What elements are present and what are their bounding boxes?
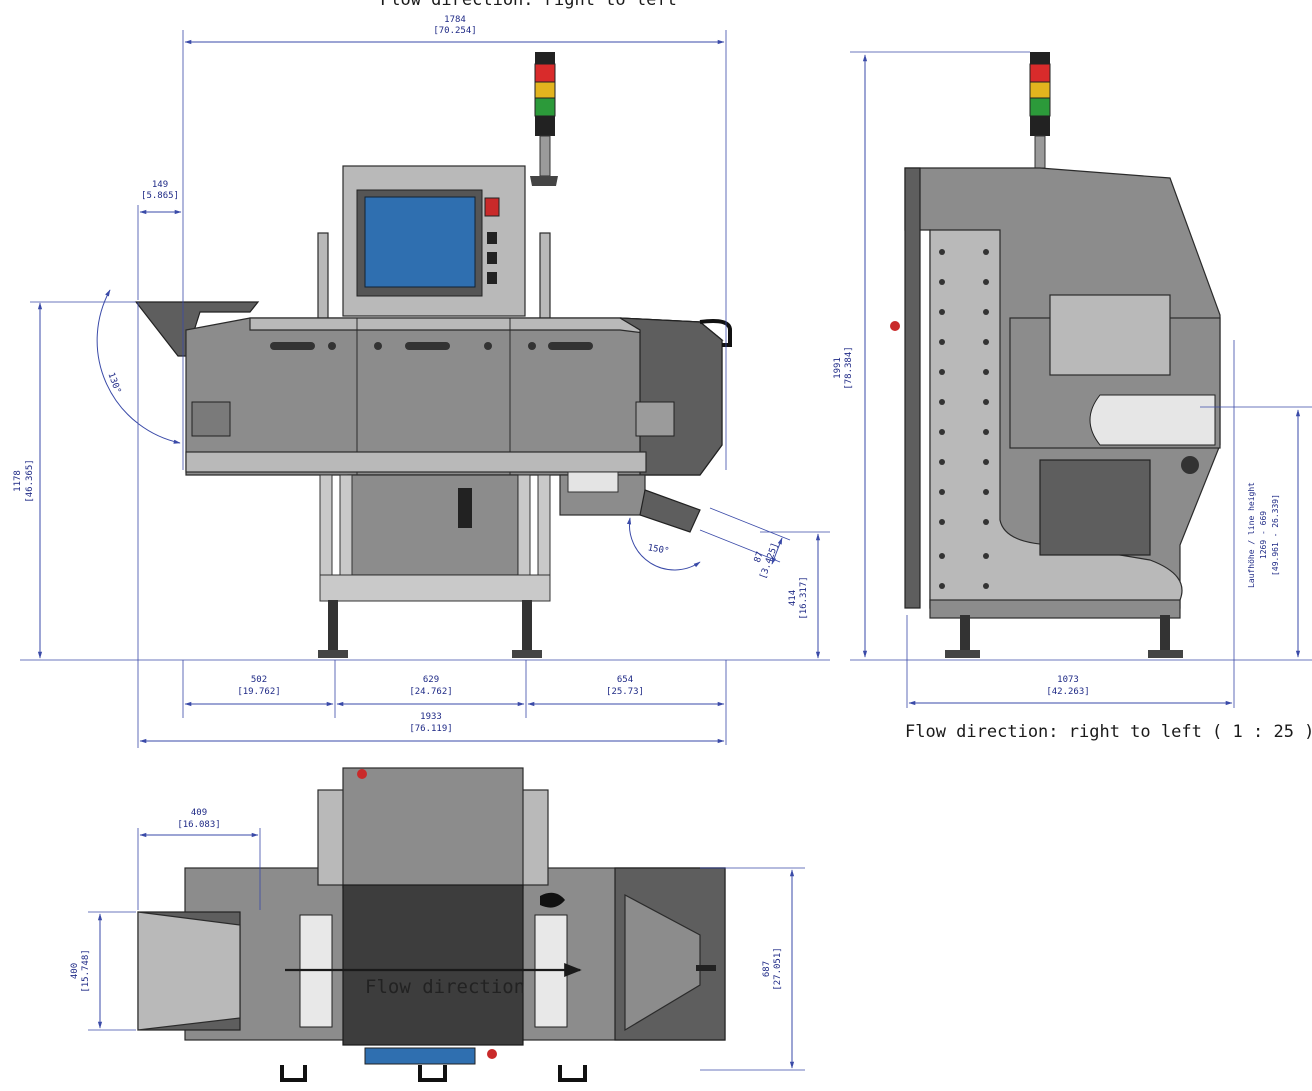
dim-1073-in: [42.263] bbox=[1046, 687, 1089, 697]
line-height-label: Laufhöhe / line height bbox=[1247, 482, 1256, 588]
dim-1178-in: [46.365] bbox=[25, 459, 35, 502]
conveyor bbox=[185, 451, 647, 473]
dim-149: 149 bbox=[152, 180, 168, 190]
angle-150: 150° bbox=[647, 543, 670, 557]
dim-1178: 1178 bbox=[13, 470, 23, 492]
dim-687-in: [27.051] bbox=[773, 947, 783, 990]
front-dimensions: 1784 [70.254] 149 [5.865] 1178 [46.365] … bbox=[13, 15, 830, 748]
side-dimensions: 1991 [78.384] 1073 [42.263] Laufhöhe / l… bbox=[833, 51, 1312, 742]
side-base bbox=[929, 599, 1181, 619]
dim-654-in: [25.73] bbox=[606, 687, 644, 697]
dim-629: 629 bbox=[423, 675, 439, 685]
line-height-in: [49.961 - 26.339] bbox=[1271, 494, 1280, 576]
dim-1933: 1933 bbox=[420, 712, 442, 722]
dim-1991: 1991 bbox=[833, 357, 843, 379]
dim-414: 414 bbox=[788, 590, 798, 606]
dim-409: 409 bbox=[191, 808, 207, 818]
side-view-caption: Flow direction: right to left ( 1 : 25 ) bbox=[905, 722, 1312, 742]
front-view bbox=[134, 52, 732, 658]
line-height-mm: 1269 - 669 bbox=[1259, 511, 1268, 559]
dim-1073: 1073 bbox=[1057, 675, 1079, 685]
plan-dimensions: 409 [16.083] 400 [15.748] 687 [27.051] bbox=[70, 808, 805, 1071]
dim-1991-in: [78.384] bbox=[844, 346, 854, 389]
top-view: Flow direction bbox=[137, 767, 726, 1082]
dim-629-in: [24.762] bbox=[409, 687, 452, 697]
dim-654: 654 bbox=[617, 675, 633, 685]
dim-400: 400 bbox=[70, 963, 80, 979]
dim-1784: 1784 bbox=[444, 15, 466, 25]
dim-414-in: [16.317] bbox=[799, 576, 809, 619]
base-frame bbox=[319, 574, 551, 602]
signal-tower-side bbox=[1029, 52, 1051, 169]
dim-502: 502 bbox=[251, 675, 267, 685]
signal-tower-front bbox=[530, 52, 558, 186]
dim-502-in: [19.762] bbox=[237, 687, 280, 697]
dim-87: 87 bbox=[753, 550, 766, 564]
flow-direction-label: Flow direction bbox=[365, 976, 525, 998]
dim-409-in: [16.083] bbox=[177, 820, 220, 830]
side-view bbox=[890, 52, 1221, 658]
drawing-title: Flow direction: right to left bbox=[380, 0, 677, 10]
outfeed-chute bbox=[639, 489, 701, 533]
dim-400-in: [15.748] bbox=[81, 949, 91, 992]
dim-1933-in: [76.119] bbox=[409, 724, 452, 734]
dim-687: 687 bbox=[762, 961, 772, 977]
angle-130: 130° bbox=[105, 371, 122, 395]
dim-149-in: [5.865] bbox=[141, 191, 179, 201]
plan-cabinet bbox=[342, 767, 524, 889]
dim-1784-in: [70.254] bbox=[433, 26, 476, 36]
